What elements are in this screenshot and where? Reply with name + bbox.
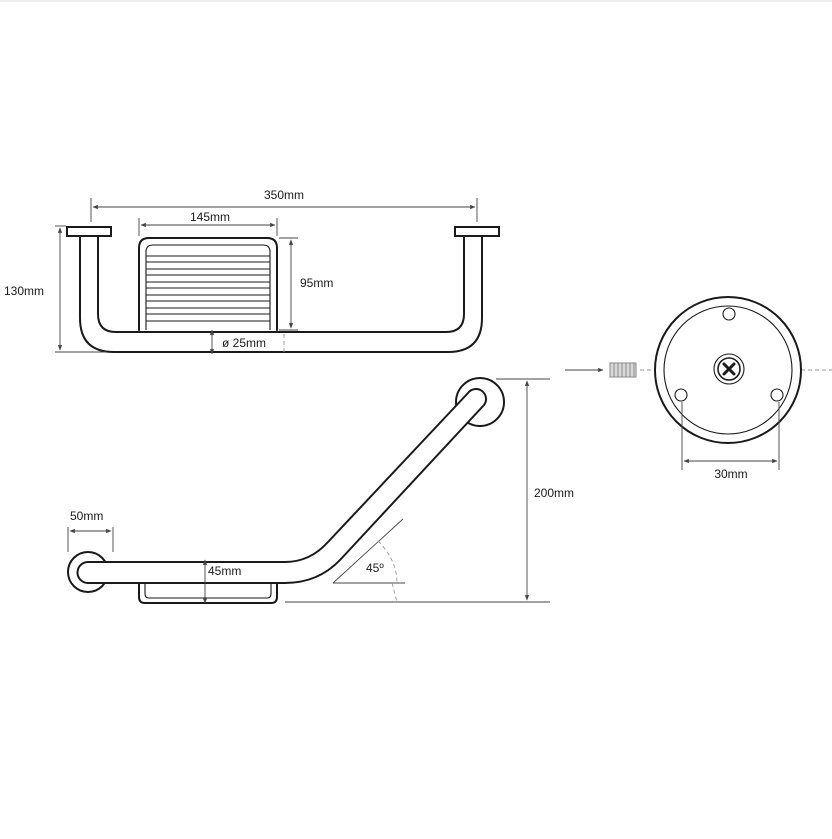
front-rail-inner xyxy=(97,235,465,333)
plan-view: 50mm 45mm 45º 200mm xyxy=(67,377,574,604)
flange-detail: 30mm xyxy=(565,296,832,481)
front-view: 350mm 145mm 95mm 130mm ø 25mm xyxy=(4,188,500,355)
mount-hole-left xyxy=(674,388,688,402)
screw xyxy=(609,362,637,378)
mount-hole-right xyxy=(770,388,784,402)
mount-hole-top xyxy=(722,307,736,321)
dim-flange-spacing: 30mm xyxy=(714,467,747,481)
dim-basket-height: 95mm xyxy=(300,276,333,290)
right-flange xyxy=(454,226,500,237)
front-rail-outer xyxy=(79,235,483,353)
angled-rail xyxy=(76,388,487,584)
soap-basket-front xyxy=(138,237,278,331)
dim-basket-width: 145mm xyxy=(190,210,230,224)
dim-overall-width: 350mm xyxy=(264,188,304,202)
center-screw-ring xyxy=(713,353,745,385)
dim-base-offset: 50mm xyxy=(70,509,103,523)
dim-tube-diameter: ø 25mm xyxy=(222,336,266,350)
flange-inner-ring xyxy=(663,305,793,435)
dim-angle: 45º xyxy=(366,561,384,575)
soap-basket-plan xyxy=(138,582,278,604)
dim-total-height: 130mm xyxy=(4,284,44,298)
left-flange xyxy=(66,226,112,237)
dim-basket-depth: 45mm xyxy=(208,564,241,578)
dim-rise: 200mm xyxy=(534,486,574,500)
cross-icon xyxy=(722,362,736,376)
